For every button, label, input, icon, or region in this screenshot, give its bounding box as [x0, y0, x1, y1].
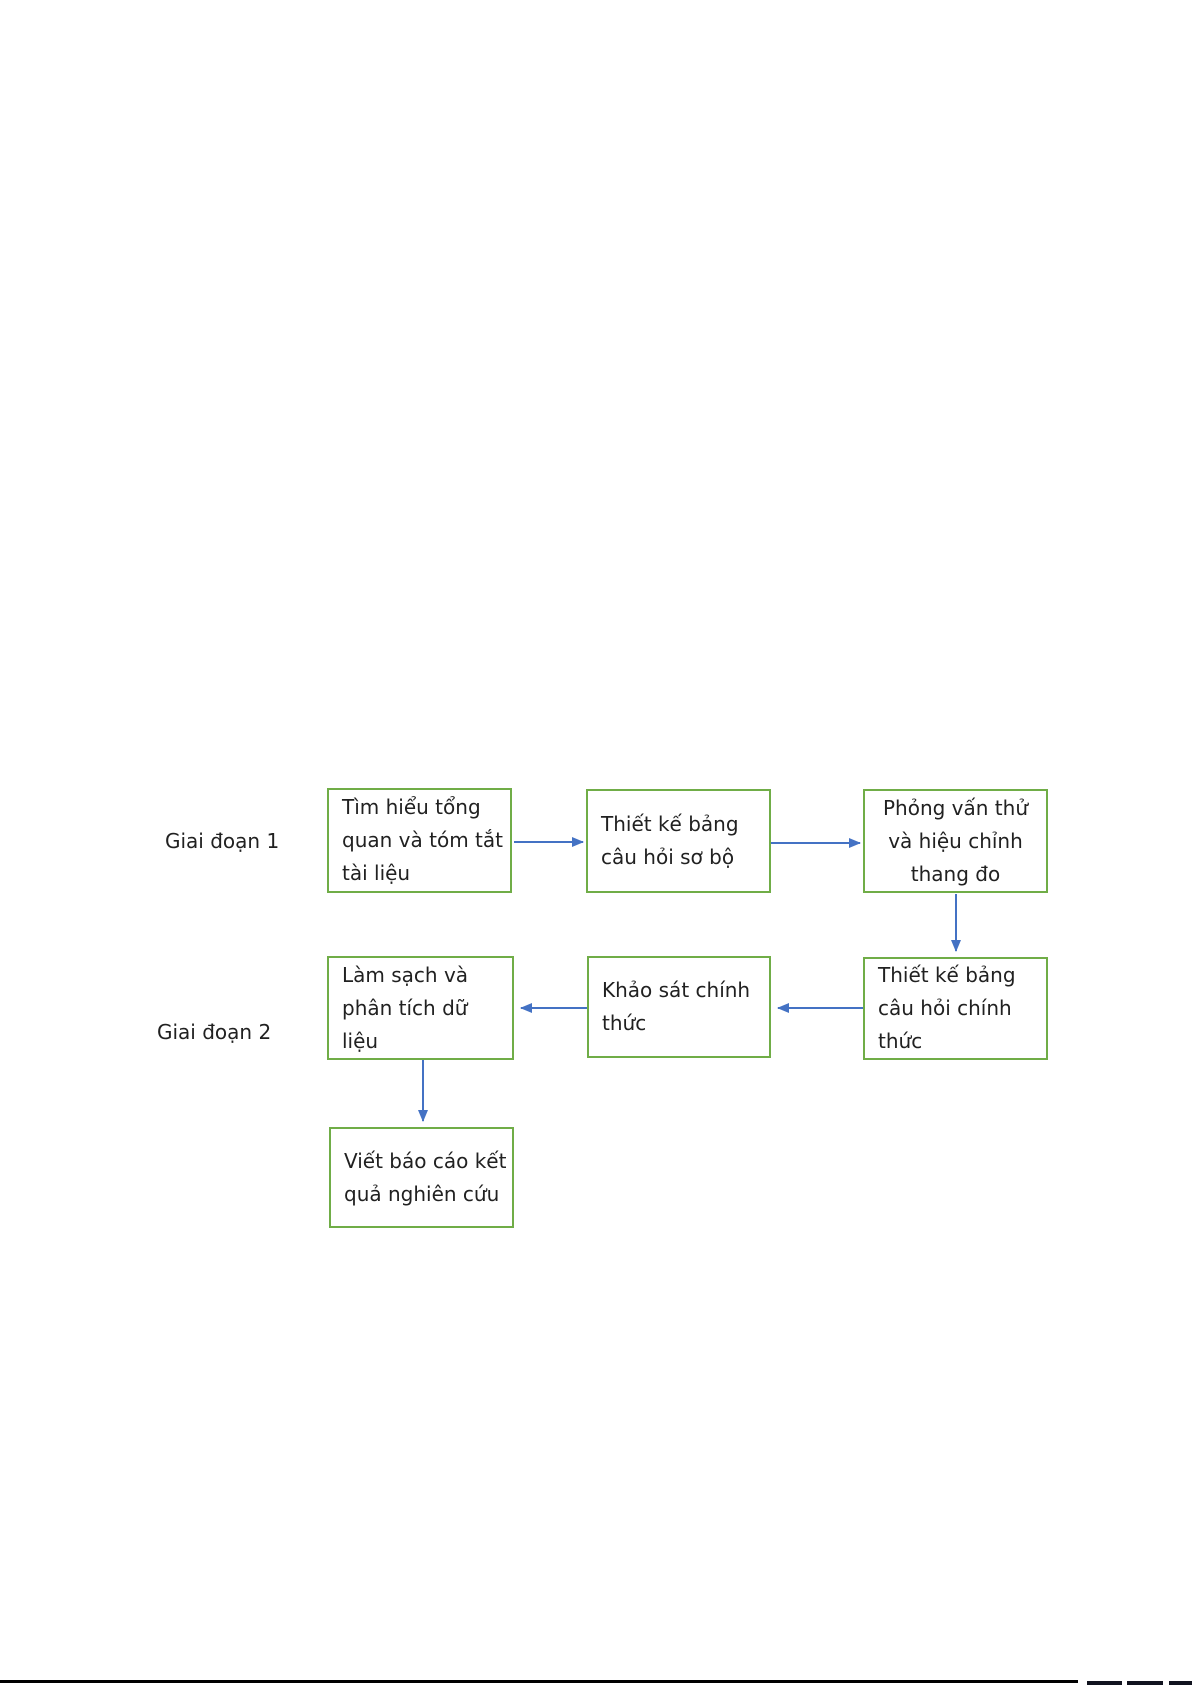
box-literature-review-text: Tìm hiểu tổng quan và tóm tắt tài liệu: [342, 795, 503, 885]
box-draft-questionnaire-text: Thiết kế bảng câu hỏi sơ bộ: [601, 812, 739, 869]
box-write-report: Viết báo cáo kết quả nghiên cứu: [329, 1127, 514, 1228]
stage-label-1: Giai đoạn 1: [165, 829, 280, 853]
clipped-text-fragment: [1087, 1681, 1122, 1685]
clipped-text-fragment: [1169, 1681, 1192, 1685]
box-official-survey: Khảo sát chính thức: [587, 956, 771, 1058]
box-draft-questionnaire: Thiết kế bảng câu hỏi sơ bộ: [586, 789, 771, 893]
box-clean-analyze-data: Làm sạch và phân tích dữ liệu: [327, 956, 514, 1060]
box-official-survey-text: Khảo sát chính thức: [602, 978, 751, 1035]
box-pilot-interview: Phỏng vấn thử và hiệu chỉnh thang đo: [863, 789, 1048, 893]
page-bottom-rule: [0, 1680, 1078, 1683]
box-literature-review: Tìm hiểu tổng quan và tóm tắt tài liệu: [327, 788, 512, 893]
box-final-questionnaire-text: Thiết kế bảng câu hỏi chính thức: [878, 963, 1016, 1053]
box-clean-analyze-data-text: Làm sạch và phân tích dữ liệu: [342, 962, 469, 1053]
box-final-questionnaire: Thiết kế bảng câu hỏi chính thức: [863, 957, 1048, 1060]
stage-label-2: Giai đoạn 2: [157, 1020, 272, 1044]
box-pilot-interview-text: Phỏng vấn thử và hiệu chỉnh thang đo: [882, 795, 1029, 886]
clipped-text-fragment: [1127, 1681, 1163, 1685]
box-write-report-text: Viết báo cáo kết quả nghiên cứu: [344, 1148, 507, 1206]
